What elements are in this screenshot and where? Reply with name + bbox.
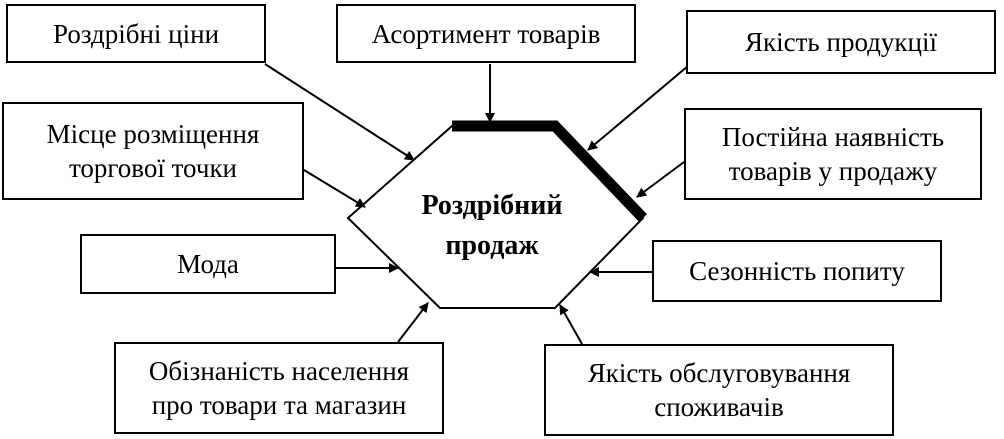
center-label-line1: Роздрібний [421,190,563,221]
factor-box-assortment: Асортимент товарів [336,4,636,63]
factor-box-awareness: Обізнаність населення про товари та мага… [114,342,444,434]
factor-box-seasonality: Сезонність попиту [652,240,942,302]
factor-label-line2: торгової точки [68,153,238,183]
center-label: Роздрібний продаж [382,186,602,266]
arrow-product-quality [587,65,689,151]
factor-box-product-quality: Якість продукції [686,10,996,74]
factor-box-availability: Постійна наявність товарів у продажу [684,108,982,200]
factor-label: Якість продукції [745,27,937,57]
factor-label-line2: товарів у продажу [728,156,938,186]
factor-label: Мода [177,249,239,279]
factor-box-retail-prices: Роздрібні ціни [6,4,266,63]
factor-label-line2: про товари та магазин [151,390,407,420]
factor-box-location: Місце розміщення торгової точки [2,102,304,200]
factor-box-service-quality: Якість обслуговування споживачів [544,344,894,436]
factor-label: Сезонність попиту [689,256,905,286]
factor-label-line2: споживачів [654,392,784,422]
factor-label: Асортимент товарів [371,18,601,49]
arrow-location [303,169,366,208]
factor-label-line1: Обізнаність населення [148,356,410,386]
factor-label: Роздрібні ціни [52,18,220,49]
factor-label-line1: Місце розміщення [46,119,260,149]
factor-box-fashion: Мода [80,234,336,294]
arrow-awareness [397,302,429,343]
arrow-retail-prices [264,63,415,161]
center-label-line2: продаж [445,230,539,261]
arrow-service-quality [559,304,583,345]
factor-label-line1: Якість обслуговування [587,358,851,388]
center-hexagon-shadow [452,120,647,222]
arrow-availability [636,161,685,198]
factor-label-line1: Постійна наявність [721,122,945,152]
